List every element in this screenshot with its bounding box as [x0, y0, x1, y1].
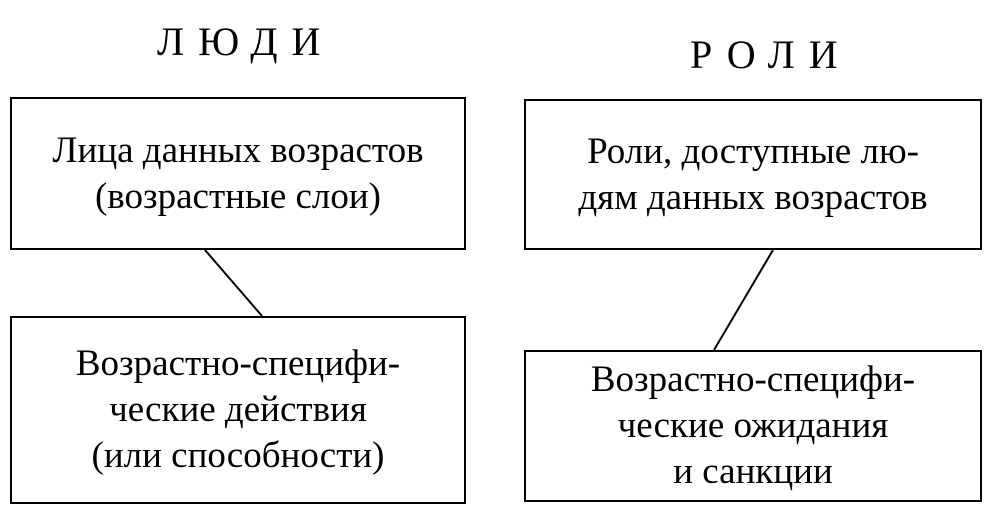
box-age-specific-actions-text: Возрастно-специфи- ческие действия (или …: [75, 343, 401, 476]
box-roles-available: Роли, доступные лю- дям данных возрастов: [524, 99, 982, 250]
box-age-strata: Лица данных возрастов (возрастные слои): [10, 97, 466, 250]
heading-roles: РОЛИ: [690, 32, 852, 77]
box-age-strata-text: Лица данных возрастов (возрастные слои): [52, 129, 424, 217]
heading-people: ЛЮДИ: [157, 19, 335, 64]
box-age-specific-expectations: Возрастно-специфи- ческие ожидания и сан…: [524, 350, 982, 502]
box-age-specific-actions: Возрастно-специфи- ческие действия (или …: [10, 316, 466, 504]
connector-roles: [713, 249, 774, 351]
box-roles-available-text: Роли, доступные лю- дям данных возрастов: [578, 130, 928, 218]
connector-people: [204, 249, 263, 317]
box-age-specific-expectations-text: Возрастно-специфи- ческие ожидания и сан…: [590, 359, 916, 492]
